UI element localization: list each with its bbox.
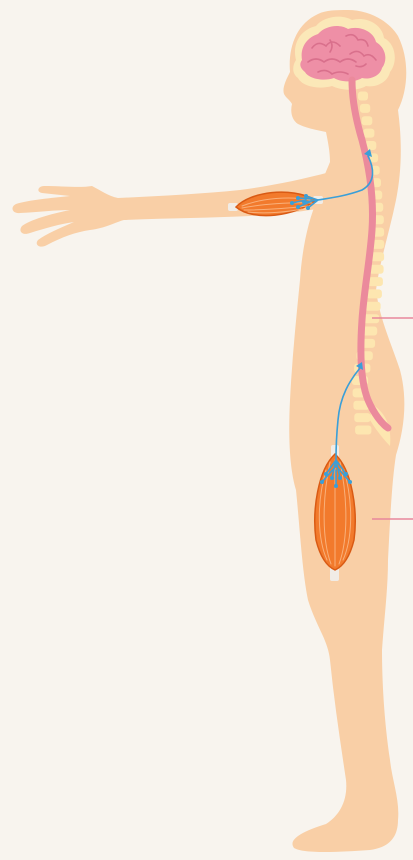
body-silhouette [13, 10, 407, 852]
vertebra [360, 104, 370, 113]
vertebra [358, 92, 368, 101]
vertebra [363, 129, 374, 138]
vertebra [354, 413, 370, 422]
vertebra [362, 116, 373, 125]
vertebra [355, 426, 371, 435]
vertebra [365, 302, 381, 311]
vertebra [366, 289, 382, 298]
